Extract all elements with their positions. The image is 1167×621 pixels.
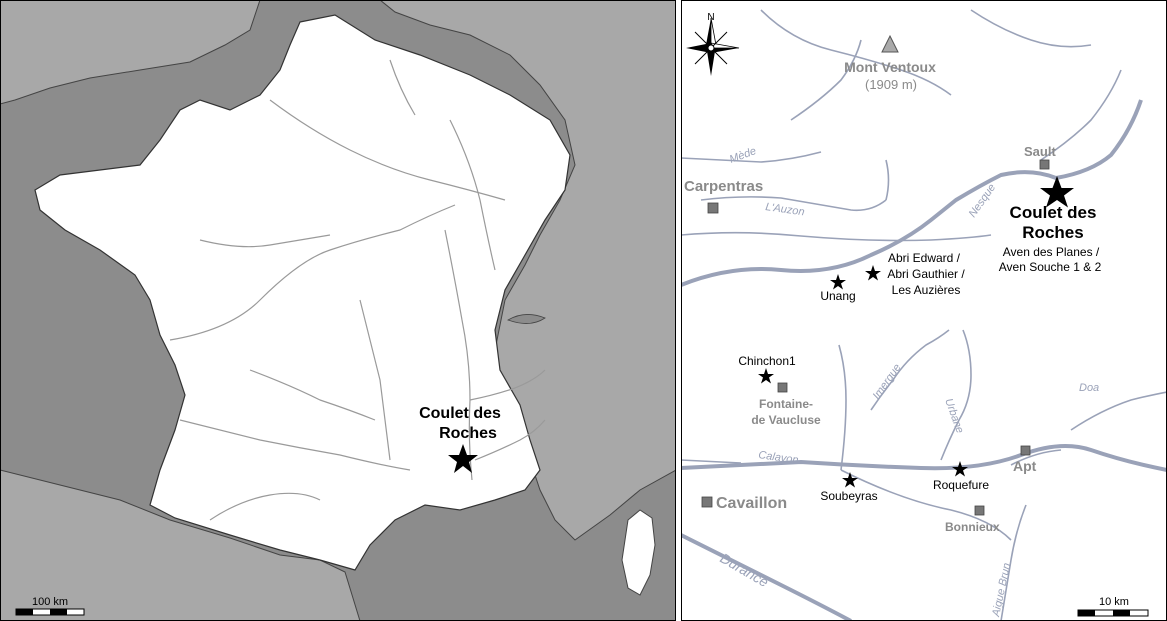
river-nesque (681, 99, 1143, 287)
regional-minor-rivers (681, 9, 1167, 621)
main-site-label-line1: Coulet des (1010, 203, 1097, 222)
town-marker-cavaillon (701, 496, 713, 508)
vienne-river (199, 234, 331, 248)
town-marker-carpentras (707, 202, 719, 214)
town-marker-bonnieux (974, 505, 985, 516)
town-label-cavaillon: Cavaillon (716, 495, 787, 512)
river-mede (681, 151, 822, 163)
river-auzon-trib (885, 159, 890, 201)
site-label-abri3: Les Auzières (892, 283, 961, 297)
river-top-b (970, 9, 1092, 48)
north-arrow-icon (686, 17, 740, 76)
town-marker-apt (1020, 445, 1031, 456)
france-rivers (169, 59, 546, 521)
meuse-river (389, 59, 416, 116)
town-label-fontaine-line2: de Vaucluse (751, 413, 821, 427)
town-label-fontaine-line1: Fontaine- (759, 397, 813, 411)
left-scale-label: 100 km (32, 596, 68, 608)
town-label-bonnieux: Bonnieux (945, 520, 1000, 534)
peak-name: Mont Ventoux (844, 59, 936, 75)
adour-river (209, 492, 321, 521)
dordogne-river (249, 369, 376, 421)
main-site-sub-line1: Aven des Planes / (1003, 245, 1100, 259)
mountain-peak-icon (881, 34, 899, 53)
site-label-abri1: Abri Edward / (888, 251, 961, 265)
site-stars (758, 265, 968, 488)
main-site-star (1040, 176, 1074, 208)
town-label-apt: Apt (1013, 458, 1037, 474)
river-label-calavon: Calavon (758, 449, 800, 467)
garonne-river (179, 419, 411, 471)
town-label-carpentras: Carpentras (684, 178, 763, 195)
river-auzon (700, 196, 887, 212)
river-mid-a (681, 231, 992, 242)
town-marker-fontaine (777, 382, 788, 393)
regional-background (681, 0, 1167, 621)
town-marker-sault (1039, 159, 1050, 170)
corsica-island (621, 509, 656, 596)
allier-river (359, 299, 391, 461)
river-doa (1070, 391, 1167, 431)
river-left-edge (681, 459, 742, 464)
site-star-unang (830, 274, 846, 290)
isere-river (469, 369, 546, 401)
left-site-label-line1: Coulet des (419, 405, 501, 422)
england-land (0, 0, 261, 105)
river-nesque-upper (1040, 69, 1122, 161)
site-marker-star (448, 444, 478, 473)
site-star-soubeyras (842, 472, 858, 488)
right-scale-bar (1077, 609, 1149, 617)
site-label-abri2: Abri Gauthier / (887, 267, 965, 281)
left-site-label-line2: Roches (439, 425, 497, 442)
river-top-a (760, 9, 952, 96)
site-label-soubeyras: Soubeyras (820, 489, 877, 503)
saone-river (449, 119, 496, 271)
main-site-sub-line2: Aven Souche 1 & 2 (999, 260, 1102, 274)
site-star-abri (865, 265, 881, 281)
left-scale-bar (15, 608, 85, 616)
france-map: Coulet des Roches 100 km (0, 0, 676, 621)
site-star-roquefure (952, 461, 968, 477)
main-site-label-line2: Roches (1022, 223, 1083, 242)
river-urbane (940, 329, 972, 461)
spain-land (0, 469, 361, 621)
river-aigue-brun (1000, 504, 1027, 621)
lake-geneva (507, 314, 546, 324)
river-left-trib (838, 344, 847, 471)
river-mede-trib (790, 39, 862, 121)
france-map-panel: Coulet des Roches 100 km (0, 0, 676, 621)
river-label-auzon: L'Auzon (765, 201, 806, 218)
town-label-sault: Sault (1024, 144, 1056, 159)
river-bonnieux (840, 469, 1012, 541)
site-label-chinchon: Chinchon1 (738, 354, 796, 368)
river-label-doa: Doa (1079, 382, 1099, 394)
durance-river (474, 419, 546, 461)
north-label: N (707, 12, 714, 23)
town-markers (701, 159, 1050, 516)
regional-map-panel: N Mont Ventoux (1909 m) Carpentras Sault… (681, 0, 1167, 621)
regional-map: N Mont Ventoux (1909 m) Carpentras Sault… (681, 0, 1167, 621)
loire-river (169, 204, 456, 341)
river-durance (681, 533, 852, 621)
right-scale-label: 10 km (1099, 596, 1129, 608)
river-imergue (870, 329, 950, 411)
river-apt-trib (1010, 449, 1062, 466)
france-land (34, 14, 571, 571)
seine-river (269, 99, 506, 201)
site-label-unang: Unang (820, 289, 855, 303)
site-star-chinchon (758, 368, 774, 384)
peak-elevation: (1909 m) (865, 77, 917, 92)
neighbor-countries (379, 0, 676, 541)
site-label-roquefure: Roquefure (933, 478, 989, 492)
rhone-river (444, 229, 473, 481)
